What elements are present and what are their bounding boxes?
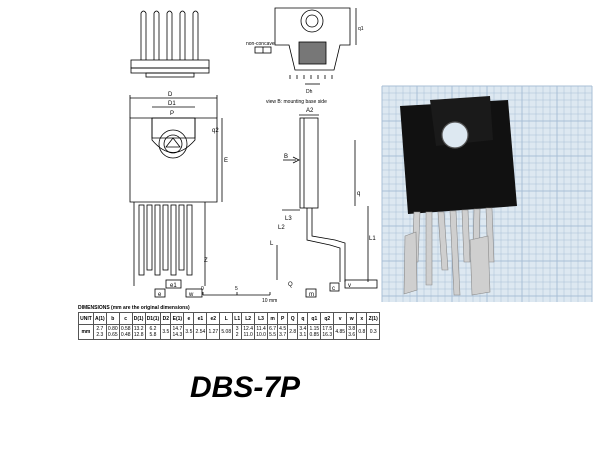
dimension-header-cell: P (277, 312, 289, 325)
dimension-header-cell: Q (287, 312, 299, 325)
dimension-header-cell: E(1) (170, 312, 185, 325)
dim-m-label: m (309, 292, 314, 298)
dimension-header-cell: q (297, 312, 309, 325)
dimension-value-cell: 0.3 (366, 324, 380, 340)
dimension-value-cell: 17.5 16.3 (320, 324, 335, 340)
package-title: DBS-7P (190, 371, 301, 404)
side-view (276, 114, 378, 298)
dimension-header-cell: e1 (193, 312, 208, 325)
dim-q2-label: q2 (212, 128, 219, 134)
scale-bar (202, 292, 271, 296)
dimension-value-cell: 11.4 10.0 (254, 324, 269, 340)
top-left-pin-view (130, 10, 210, 78)
dimension-value-cell: 4.5 3.7 (277, 324, 289, 340)
dimension-value-cell: 0.8 (356, 324, 368, 340)
dim-e-pitch-label: e (158, 292, 162, 298)
dim-d-label: D (168, 92, 173, 98)
front-view (129, 95, 223, 298)
dim-l2-label: L2 (278, 225, 285, 231)
dim-l-label: L (270, 241, 274, 247)
dimension-header-cell: e2 (206, 312, 221, 325)
dimension-value-cell: 3.4 3.1 (297, 324, 309, 340)
dimension-value-cell: 6.2 5.8 (144, 324, 162, 340)
mounting-base-view (254, 7, 357, 85)
dim-p-label: P (170, 111, 174, 117)
dim-e1-label: e1 (170, 283, 177, 289)
dim-z-label: Z (204, 258, 208, 264)
dimension-value-cell: 3.8 3.6 (346, 324, 358, 340)
dimension-header-cell: D(1) (131, 312, 146, 325)
dim-a2-label: A2 (306, 108, 314, 114)
dim-l1-label: L1 (369, 236, 376, 242)
dim-q-label: q (357, 191, 360, 197)
q1-label: q1 (358, 26, 364, 32)
view-b-caption: view B: mounting base side (266, 99, 327, 105)
dimension-header-cell: L2 (241, 312, 256, 325)
dimension-value-cell: 2.8 (287, 324, 299, 340)
dim-v-label: v (348, 283, 351, 289)
dimension-value-cell: 4.85 (333, 324, 348, 340)
dimension-value-cell: 2.54 (193, 324, 208, 340)
component-photo (381, 85, 593, 302)
dimension-header-cell: m (267, 312, 279, 325)
unit-header-cell: UNIT (78, 312, 94, 325)
dimension-header-cell: q1 (307, 312, 322, 325)
dimension-header-cell: b (105, 312, 120, 325)
dimension-header-cell: L3 (254, 312, 269, 325)
dimension-value-cell: 2.7 2.3 (92, 324, 107, 340)
dimension-header-cell: x (356, 312, 368, 325)
dimension-header-cell: c (118, 312, 133, 325)
dimension-value-cell: 3 2 (232, 324, 243, 340)
dimension-header-cell: e (183, 312, 195, 325)
dimension-header-cell: w (346, 312, 358, 325)
dimension-value-cell: 5.08 (219, 324, 234, 340)
dimension-value-cell: 12.4 11.0 (241, 324, 256, 340)
scale-5-label: 5 (235, 286, 238, 292)
dimension-value-cell: 0.80 0.65 (105, 324, 120, 340)
dimension-value-cell: 3.5 (160, 324, 172, 340)
dimension-header-cell: L1 (232, 312, 243, 325)
dimension-value-cell: 1.27 (206, 324, 221, 340)
non-concave-label: non-concave (246, 41, 275, 47)
dim-l3-label: L3 (285, 216, 292, 222)
dimension-value-cell: 3.5 (183, 324, 195, 340)
dimension-value-cell: 14.7 14.3 (170, 324, 185, 340)
dim-d1-label: D1 (168, 101, 176, 107)
dimension-header-cell: L (219, 312, 234, 325)
dh-label: Dh (306, 89, 313, 95)
dim-q-cap-label: Q (288, 282, 293, 288)
dimension-header-cell: v (333, 312, 348, 325)
dimension-value-cell: 6.7 5.5 (267, 324, 279, 340)
dim-c-label: c (332, 286, 335, 292)
dimensions-caption: DIMENSIONS (mm are the original dimensio… (78, 305, 190, 311)
dimension-header-cell: q2 (320, 312, 335, 325)
view-b-arrow-label: B (284, 154, 288, 160)
dimension-value-cell: 1.15 0.85 (307, 324, 322, 340)
scale-10-label: 10 mm (262, 298, 277, 304)
dimension-header-cell: A(1) (92, 312, 107, 325)
scale-0-label: 0 (201, 286, 204, 292)
dimension-value-cell: 0.58 0.48 (118, 324, 133, 340)
dim-e-label: E (224, 158, 228, 164)
dim-w-label: w (188, 292, 194, 298)
dimension-value-cell: 13.2 12.8 (131, 324, 146, 340)
dimension-header-cell: Z(1) (366, 312, 380, 325)
dimension-header-cell: D1(1) (144, 312, 162, 325)
unit-cell: mm (78, 324, 94, 340)
dimension-header-cell: D2 (160, 312, 172, 325)
